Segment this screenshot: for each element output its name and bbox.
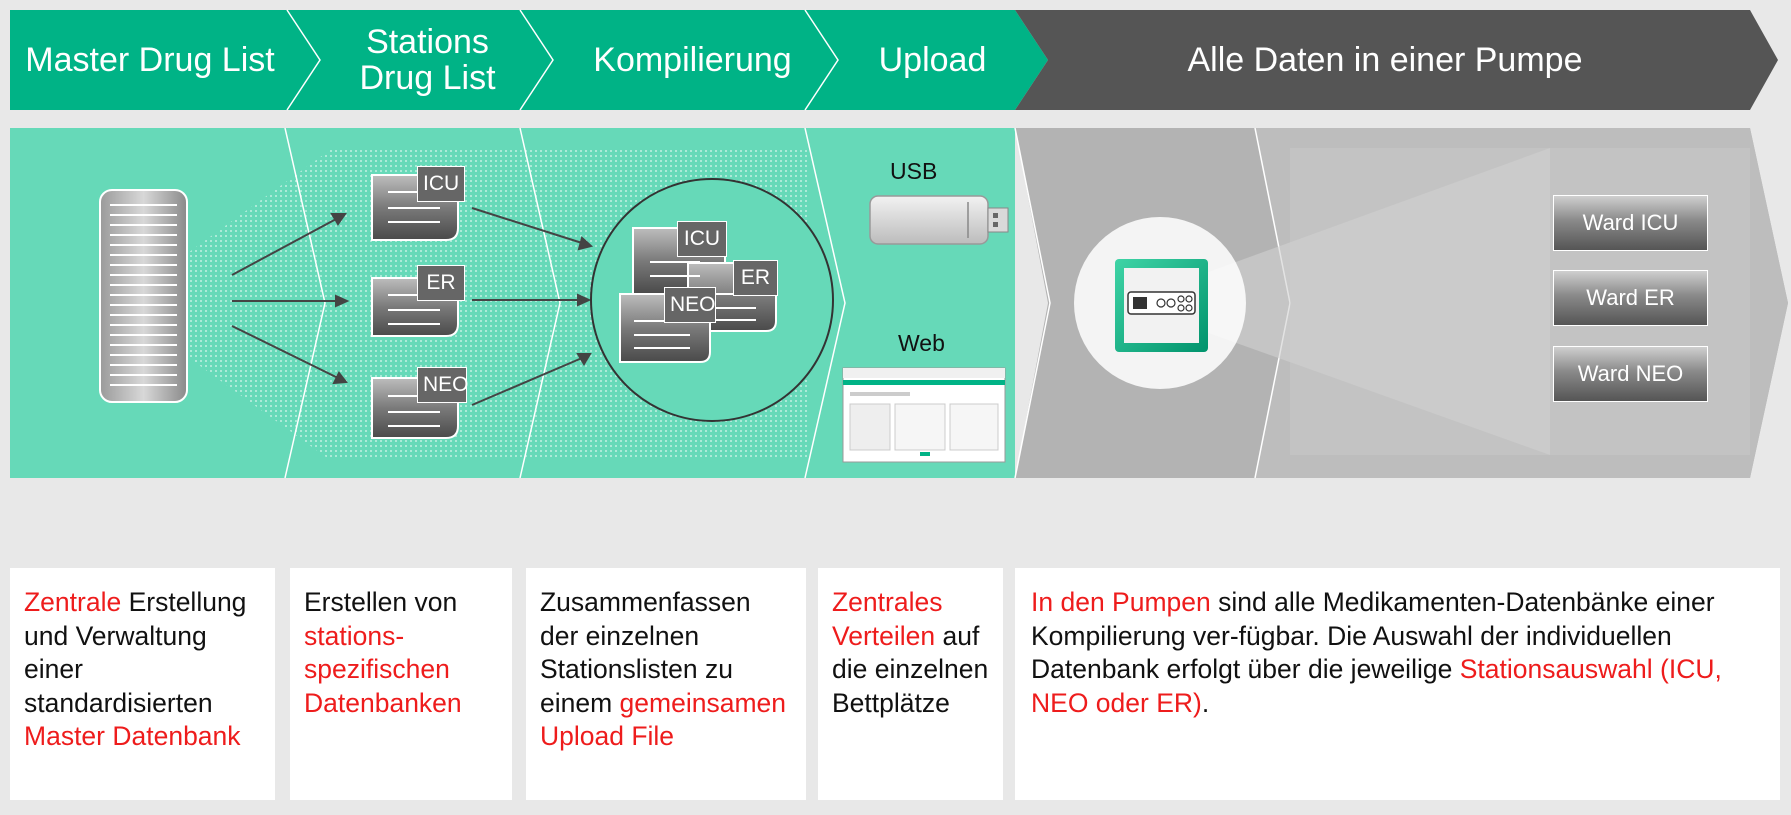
step-chevron-4 (805, 10, 1048, 110)
description-text-segment: Zusammenfassen der einzelnen Stationslis… (540, 587, 751, 718)
description-text-segment: Zentrale (24, 587, 122, 617)
master-database-icon (99, 189, 188, 403)
tag-station-neo: NEO (417, 367, 469, 403)
description-text-segment: . (1201, 687, 1210, 718)
ward-icu-box: Ward ICU (1553, 195, 1708, 251)
description-text-segment: In den Pumpen (1031, 587, 1211, 617)
step-label-kompilierung: Kompilierung (593, 41, 792, 79)
description-text-segment: Erstellung und Verwaltung einer standard… (24, 587, 247, 718)
tag-station-icu: ICU (417, 166, 465, 202)
web-label: Web (898, 330, 945, 356)
compile-arrows (471, 207, 594, 406)
step-chevron-5 (1015, 10, 1778, 110)
description-text-segment: auf die einzelnen Bettplätze (832, 620, 989, 718)
step-label-master-drug-list: Master Drug List (25, 41, 275, 79)
description-kompilierung: Zusammenfassen der einzelnen Stationslis… (526, 568, 806, 800)
distribution-arrows (231, 213, 350, 385)
step-label-stations-text: Stations Drug List (359, 23, 496, 97)
web-app-thumbnail-icon (842, 367, 1006, 463)
description-text-segment: stations-spezifischen Datenbanken (304, 620, 462, 718)
description-text-segment: gemeinsamen Upload File (540, 687, 786, 752)
ward-er-box: Ward ER (1553, 270, 1708, 326)
description-master: Zentrale Erstellung und Verwaltung einer… (10, 568, 275, 800)
description-pumpe: In den Pumpen sind alle Medikamenten-Dat… (1015, 568, 1780, 800)
usb-stick-icon (869, 195, 1009, 245)
step-label-upload: Upload (878, 41, 987, 79)
step-chevron-1 (10, 10, 320, 110)
step-label-stations-drug-list: Stations Drug List (330, 20, 525, 100)
description-text-segment: Erstellen von (304, 587, 458, 617)
infusion-pump-icon (1074, 217, 1246, 389)
description-stations: Erstellen von stations-spezifischen Date… (290, 568, 512, 800)
description-text-segment: Master Datenbank (24, 721, 241, 751)
description-text-segment: sind alle Medikamenten-Datenbänke einer … (1031, 587, 1715, 684)
usb-label: USB (890, 158, 938, 184)
description-text-segment: Stationsauswahl (ICU, NEO oder ER) (1031, 654, 1722, 718)
ward-neo-box: Ward NEO (1553, 346, 1708, 402)
tag-compiled-er: ER (733, 260, 778, 296)
step-chevron-2 (287, 10, 553, 110)
header-chevrons (10, 9, 1778, 111)
description-text-segment: Zentrales Verteilen (832, 587, 943, 651)
step-label-alle-daten: Alle Daten in einer Pumpe (1187, 41, 1583, 79)
tag-station-er: ER (417, 265, 465, 301)
tag-compiled-icu: ICU (677, 221, 727, 257)
step-chevron-3 (520, 10, 838, 110)
tag-compiled-neo: NEO (664, 287, 716, 323)
description-upload: Zentrales Verteilen auf die einzelnen Be… (818, 568, 1003, 800)
